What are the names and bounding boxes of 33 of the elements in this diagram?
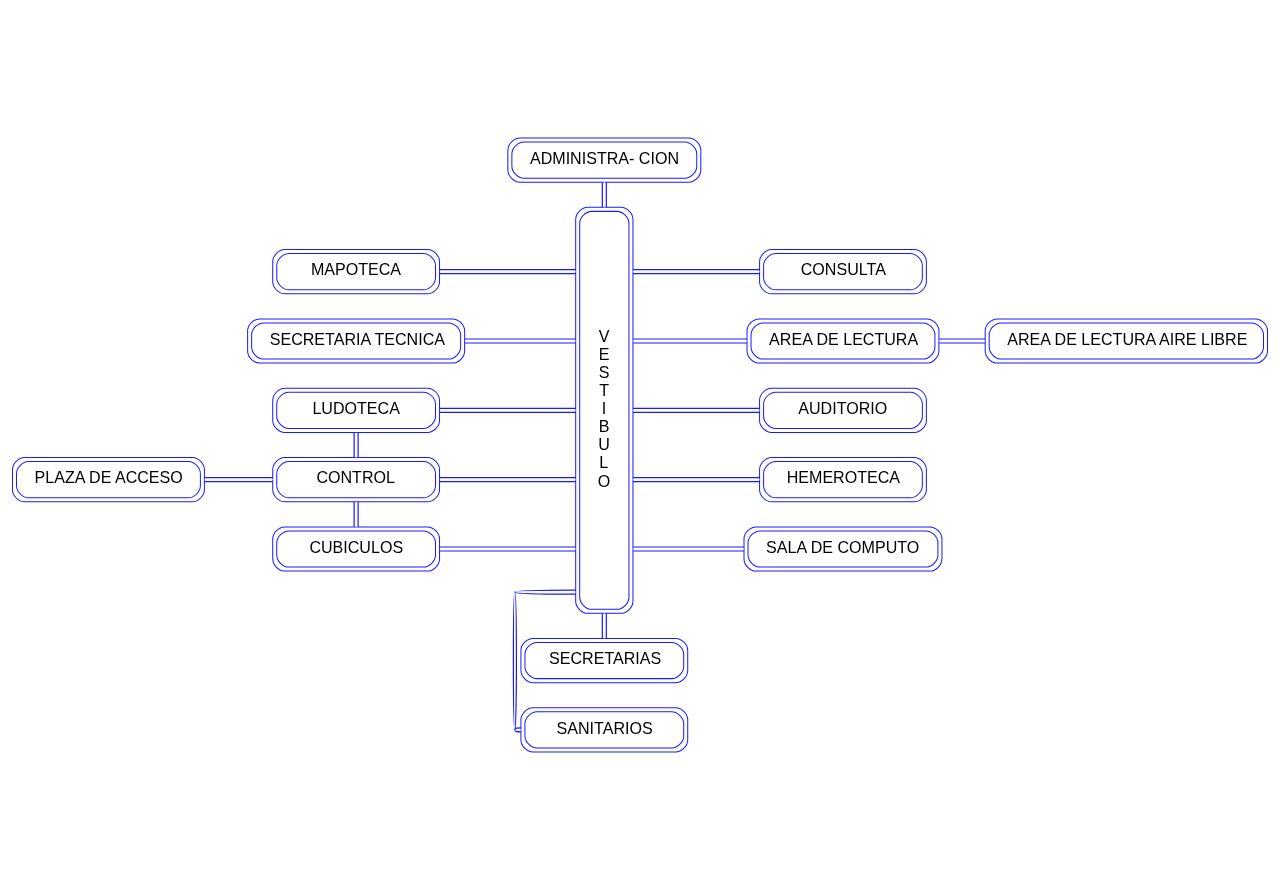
- node-box: CONTROL: [272, 456, 441, 502]
- node-box: HEMEROTECA: [759, 456, 927, 502]
- connector: [601, 612, 607, 639]
- node-box: AREA DE LECTURA AIRE LIBRE: [984, 317, 1269, 364]
- connector: [439, 545, 577, 552]
- node-box: CONSULTA: [759, 248, 927, 294]
- node-box: AUDITORIO: [759, 387, 927, 433]
- connector: [601, 181, 607, 208]
- connector: [938, 337, 986, 344]
- node-box: LUDOTECA: [272, 387, 441, 433]
- node-box: CUBICULOS: [272, 525, 441, 572]
- connector: [203, 476, 274, 482]
- connector: [439, 268, 577, 274]
- node-box: SECRETARIAS: [520, 637, 689, 683]
- node-box: VESTIBULO: [575, 206, 634, 614]
- node-box: ADMINISTRA- CION: [507, 137, 702, 183]
- connector: [353, 431, 359, 458]
- connector: [353, 500, 359, 527]
- node-box: SALA DE COMPUTO: [743, 525, 943, 572]
- connector: [439, 476, 577, 482]
- connector: [632, 337, 748, 344]
- connector: [439, 407, 577, 413]
- node-box: SANITARIOS: [520, 706, 689, 752]
- connector: [632, 476, 761, 482]
- connector: [464, 337, 577, 344]
- node-box: MAPOTECA: [272, 248, 441, 294]
- connector: [632, 407, 761, 413]
- node-box: PLAZA DE ACCESO: [11, 456, 205, 502]
- connector: [632, 545, 745, 552]
- connector: [512, 589, 577, 732]
- node-box: SECRETARIA TECNICA: [247, 317, 466, 364]
- node-box: AREA DE LECTURA: [746, 317, 940, 364]
- connector: [632, 268, 761, 274]
